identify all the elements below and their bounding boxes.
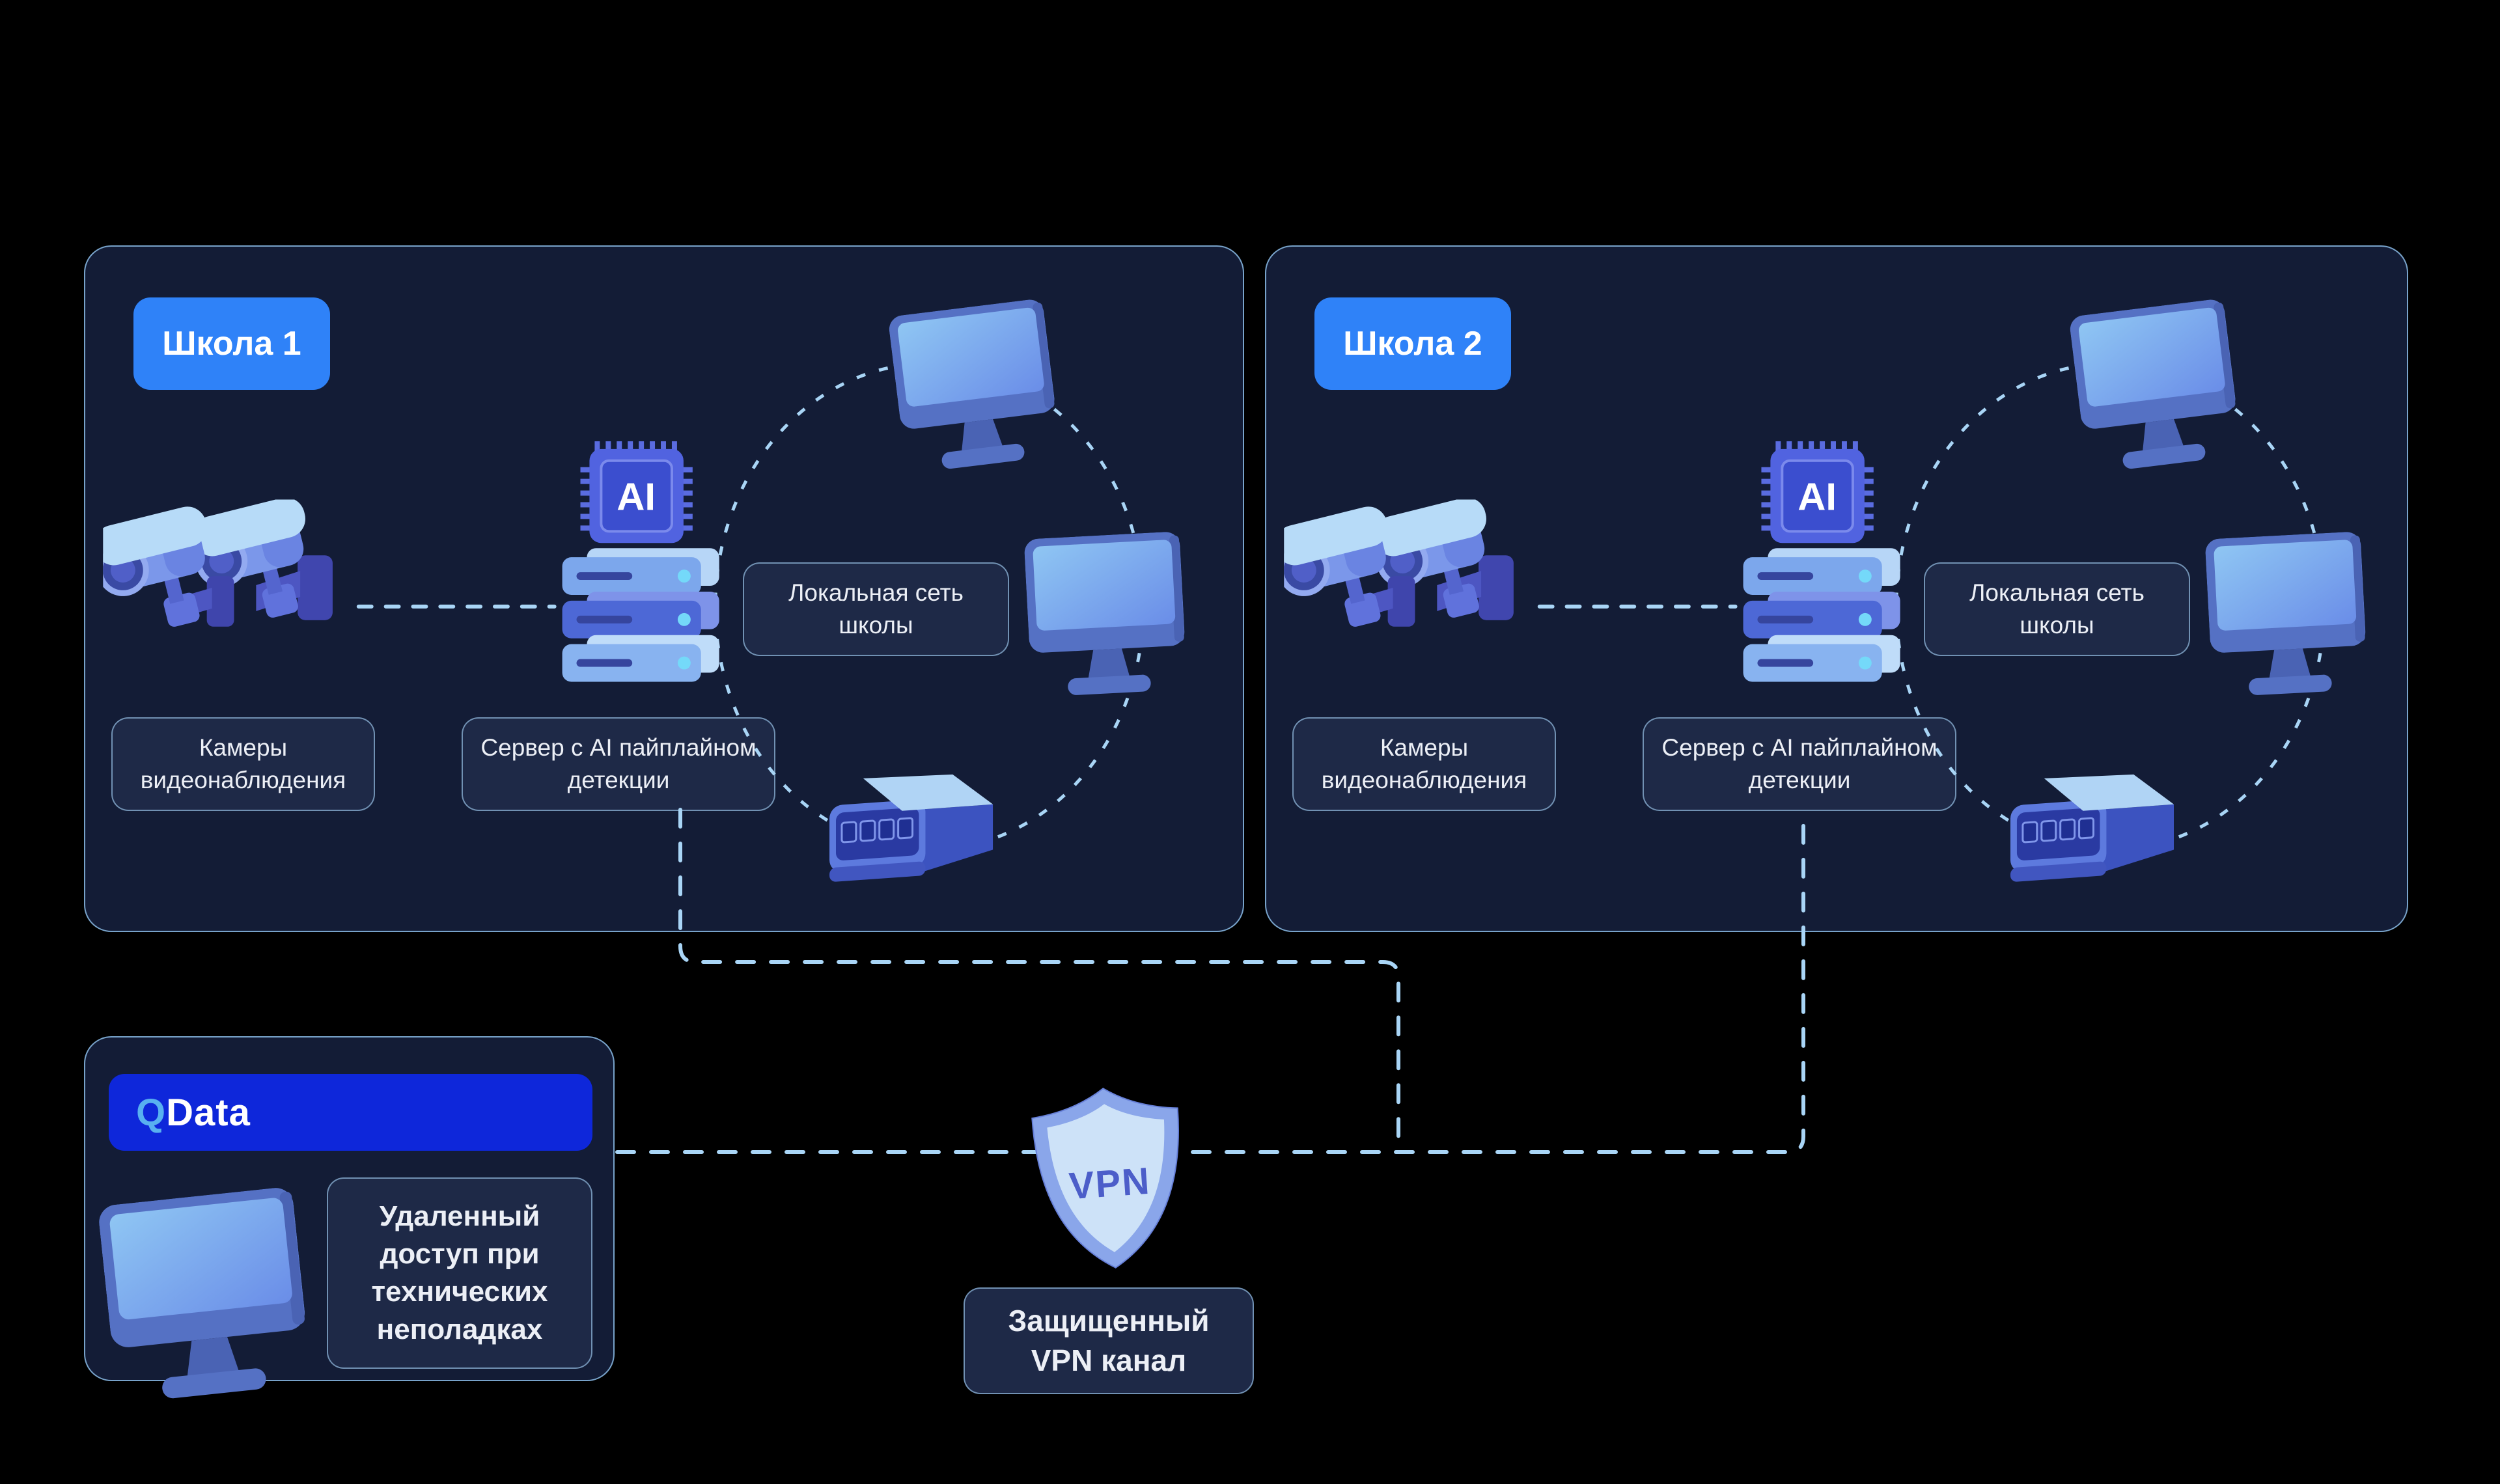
school-2-panel: Школа 2 Камеры видеонаблюдения Сервер с … (1265, 245, 2408, 932)
network-switch-icon (2009, 773, 2175, 883)
label-line: доступ при (380, 1237, 540, 1270)
network-switch-icon (828, 773, 994, 883)
label-line: детекции (567, 767, 670, 793)
label-line: Локальная сеть (788, 579, 964, 607)
remote-monitor-icon (97, 1186, 312, 1409)
ai-server-icon (561, 441, 721, 683)
monitor-icon (2068, 298, 2243, 474)
label-line: технических (371, 1276, 548, 1308)
label-line: видеонаблюдения (140, 767, 346, 793)
cctv-cameras-icon (1284, 499, 1514, 639)
label-line: Локальная сеть (1969, 579, 2145, 607)
ai-chip-text: AI (617, 474, 656, 518)
cctv-cameras-icon (103, 499, 333, 639)
monitor-icon (2204, 531, 2368, 698)
label-line: Сервер с AI пайплайном (480, 734, 757, 762)
label-line: Камеры (199, 734, 288, 762)
monitor-icon (887, 298, 1062, 474)
monitor-icon (1023, 531, 1188, 698)
qdata-logo-q: Q (136, 1091, 167, 1134)
school-badge: Школа 1 (133, 297, 330, 390)
label-line: видеонаблюдения (1321, 767, 1527, 793)
lan-label: Локальная сеть школы (743, 562, 1009, 656)
qdata-logo: QData (136, 1091, 251, 1134)
ai-server-icon (1742, 441, 1902, 683)
school-badge: Школа 2 (1314, 297, 1511, 390)
cameras-label: Камеры видеонаблюдения (111, 717, 375, 811)
remote-access-label: Удаленный доступ при технических неполад… (327, 1177, 592, 1369)
lan-label: Локальная сеть школы (1924, 562, 2190, 656)
qdata-header: QData (109, 1074, 592, 1151)
label-line: VPN канал (1031, 1343, 1187, 1377)
cameras-label: Камеры видеонаблюдения (1292, 717, 1556, 811)
school-1-panel: Школа 1 Камеры видеонаблюдения Сервер с … (84, 245, 1244, 932)
label-line: школы (839, 612, 913, 639)
label-line: школы (2020, 612, 2094, 639)
label-line: Сервер с AI пайплайном (1661, 734, 1938, 762)
qdata-logo-text: Data (166, 1091, 251, 1134)
server-label: Сервер с AI пайплайном детекции (462, 717, 775, 811)
ai-chip-text: AI (1798, 474, 1837, 518)
vpn-shield-icon: VPN (1031, 1088, 1179, 1269)
qdata-panel: QData Удаленный доступ при технических н… (84, 1036, 615, 1381)
vpn-shield-text: VPN (1068, 1160, 1152, 1208)
vpn-channel-label: Защищенный VPN канал (964, 1287, 1254, 1394)
label-line: Защищенный (1008, 1304, 1210, 1338)
label-line: Удаленный (379, 1200, 540, 1232)
server-label: Сервер с AI пайплайном детекции (1643, 717, 1956, 811)
label-line: Камеры (1380, 734, 1469, 762)
label-line: неполадках (376, 1313, 543, 1346)
label-line: детекции (1748, 767, 1851, 793)
